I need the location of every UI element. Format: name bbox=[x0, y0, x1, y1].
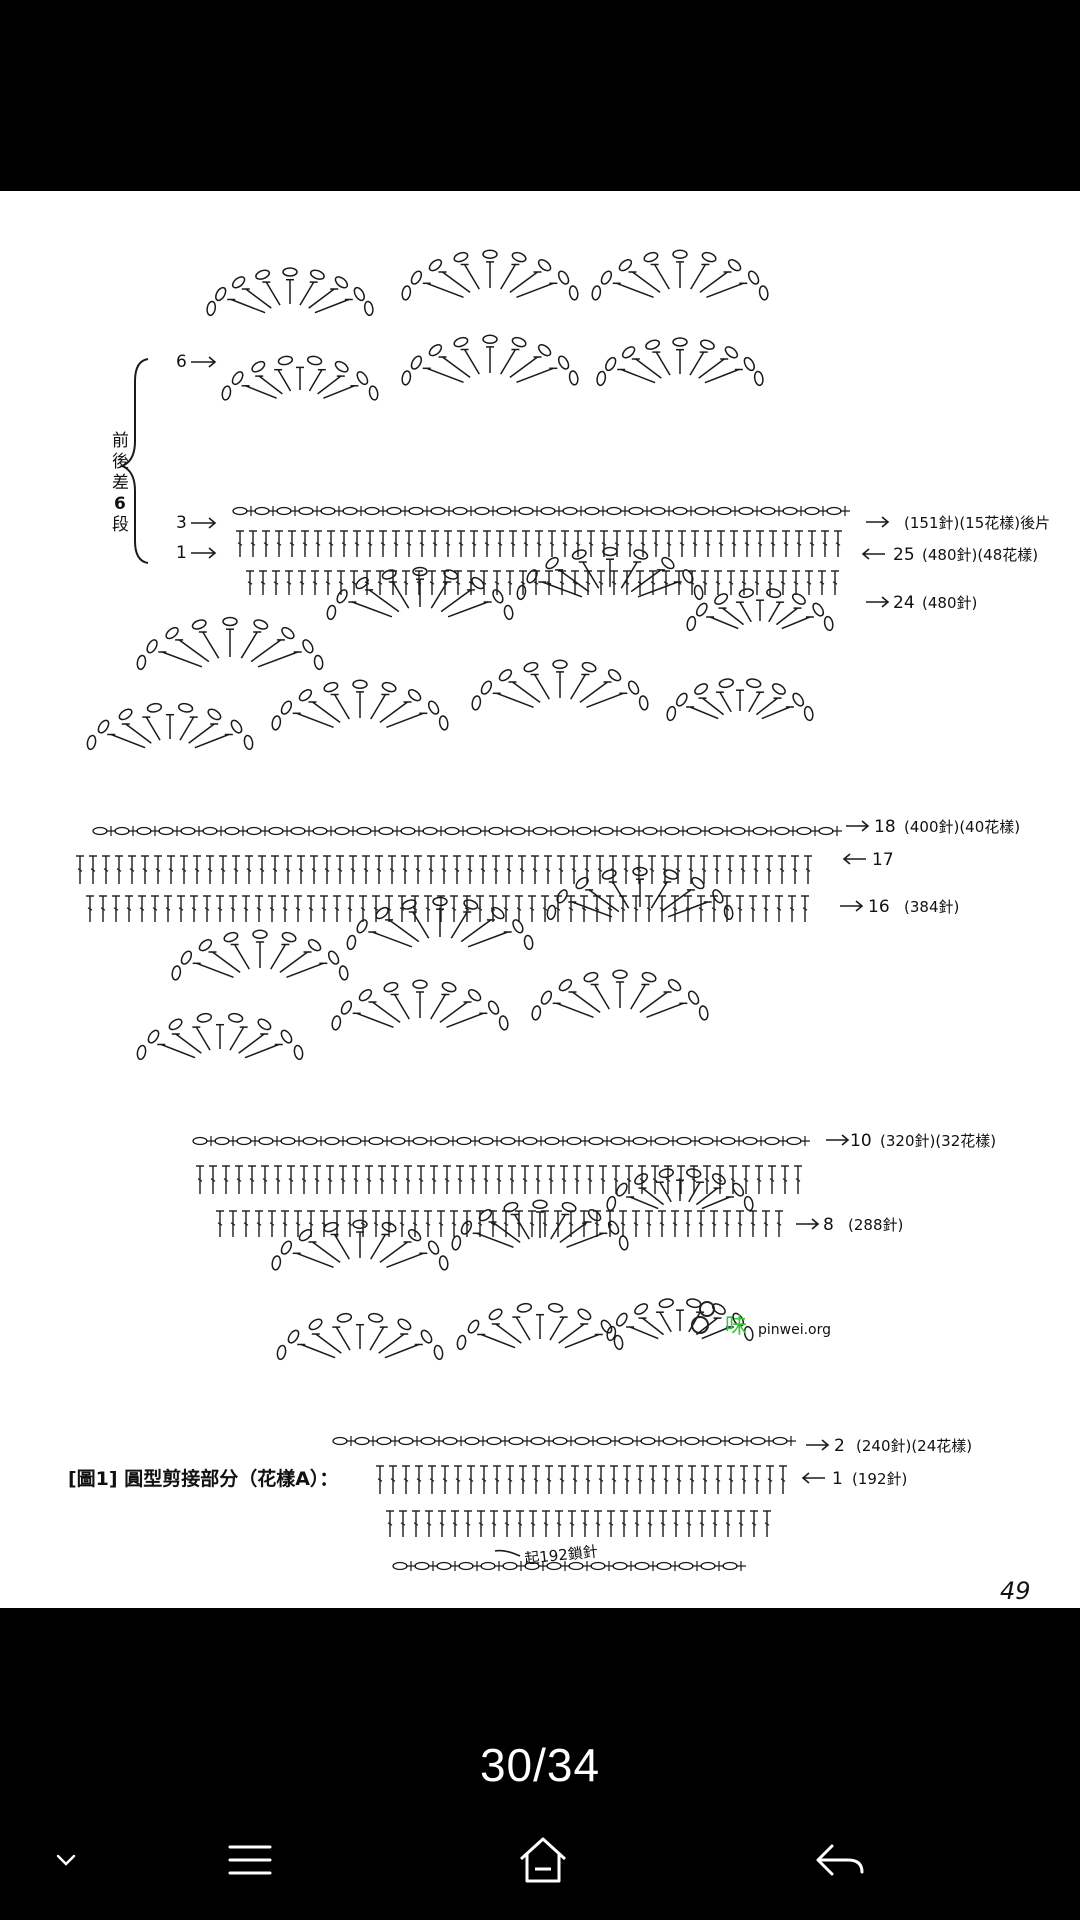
row-2-num: 2 bbox=[834, 1436, 845, 1456]
bracket-char-0: 前 bbox=[112, 431, 129, 451]
crochet-chart: 前 後 差 6 段 6 3 1 bbox=[68, 249, 1050, 1605]
row-18-num: 18 bbox=[874, 817, 896, 837]
bracket-char-4: 段 bbox=[112, 515, 129, 535]
row-24-num: 24 bbox=[893, 593, 915, 613]
page-mark: 49 bbox=[1000, 1577, 1031, 1605]
bracket-char-3: 6 bbox=[114, 494, 126, 514]
chevron-down-icon[interactable] bbox=[26, 1830, 106, 1890]
row-10-num: 10 bbox=[850, 1131, 872, 1151]
page-counter: 30/34 bbox=[479, 1739, 601, 1791]
right-row-annotations bbox=[796, 516, 890, 1484]
row-17-num: 17 bbox=[872, 850, 894, 870]
row-25-num: 25 bbox=[893, 545, 915, 565]
back-icon[interactable] bbox=[800, 1830, 880, 1890]
row-1-count: (192針) bbox=[852, 1470, 907, 1488]
row-16-count: (384針) bbox=[904, 898, 959, 916]
watermark-text: pinwei.org bbox=[758, 1322, 831, 1338]
row-2-count: (240針)(24花樣) bbox=[856, 1437, 972, 1455]
bracket-char-1: 後 bbox=[112, 452, 129, 472]
pattern-image[interactable]: 前 後 差 6 段 6 3 1 bbox=[0, 191, 1080, 1608]
row-16-num: 16 bbox=[868, 897, 890, 917]
side-bracket bbox=[119, 358, 149, 564]
row-8-count: (288針) bbox=[848, 1216, 903, 1234]
chart-title: [圖1] 圓型剪接部分（花樣A）： bbox=[68, 1467, 338, 1490]
row-10-count: (320針)(32花樣) bbox=[880, 1132, 996, 1150]
row-25-count: (480針)(48花樣) bbox=[922, 546, 1038, 564]
watermark: 味 pinwei.org bbox=[691, 1301, 831, 1339]
chart-motifs bbox=[76, 249, 850, 1571]
svg-text:味: 味 bbox=[725, 1314, 747, 1339]
row-top-count: (151針)(15花樣)後片 bbox=[904, 514, 1050, 532]
row-18-count: (400針)(40花樣) bbox=[904, 818, 1020, 836]
left-row-1: 1 bbox=[176, 543, 187, 563]
left-row-6: 6 bbox=[176, 352, 187, 372]
row-1-num: 1 bbox=[832, 1469, 843, 1489]
row-8-num: 8 bbox=[823, 1215, 834, 1235]
navigation-bar bbox=[0, 1800, 1080, 1920]
bracket-char-2: 差 bbox=[112, 473, 129, 493]
row-24-count: (480針) bbox=[922, 594, 977, 612]
home-icon[interactable] bbox=[503, 1830, 583, 1890]
left-row-3: 3 bbox=[176, 513, 187, 533]
menu-icon[interactable] bbox=[210, 1830, 290, 1890]
